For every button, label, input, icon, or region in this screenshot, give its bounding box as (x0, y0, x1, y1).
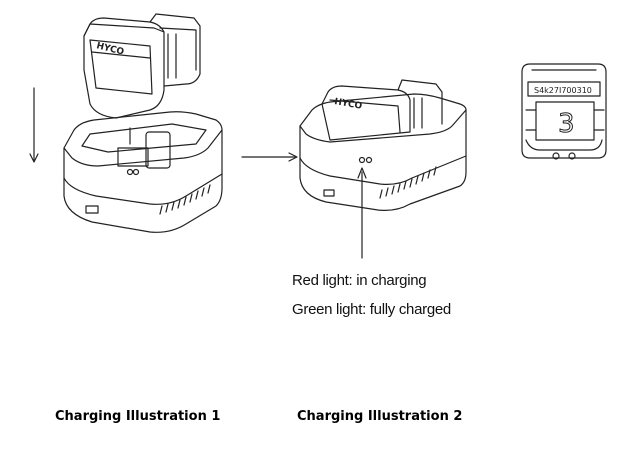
charger-2-led (358, 156, 366, 164)
caption-illustration-1: Charging Illustration 1 (55, 409, 221, 424)
next-step-arrow (241, 152, 298, 162)
battery-contact-right (568, 152, 576, 160)
red-light-note: Red light: in charging (292, 272, 427, 289)
indicator-pointer (357, 167, 367, 259)
battery-inserting (83, 13, 201, 119)
battery-back-view (521, 63, 607, 160)
charger-1 (63, 111, 223, 233)
insert-down-arrow (29, 87, 39, 163)
charger-2-vent-grille (379, 166, 437, 199)
caption-illustration-2: Charging Illustration 2 (297, 409, 463, 424)
green-light-note: Green light: fully charged (292, 301, 451, 318)
battery-contact-left (552, 152, 560, 160)
charger-1-led (126, 168, 134, 176)
charger-1-vent-grille (159, 184, 211, 215)
battery-2-brand: HYCO (333, 97, 363, 112)
battery-1-brand: HYCO (95, 41, 125, 58)
charger-2 (299, 79, 467, 211)
battery-serial: S4k27I700310 (534, 86, 592, 95)
battery-side-number: 3 (558, 109, 575, 139)
